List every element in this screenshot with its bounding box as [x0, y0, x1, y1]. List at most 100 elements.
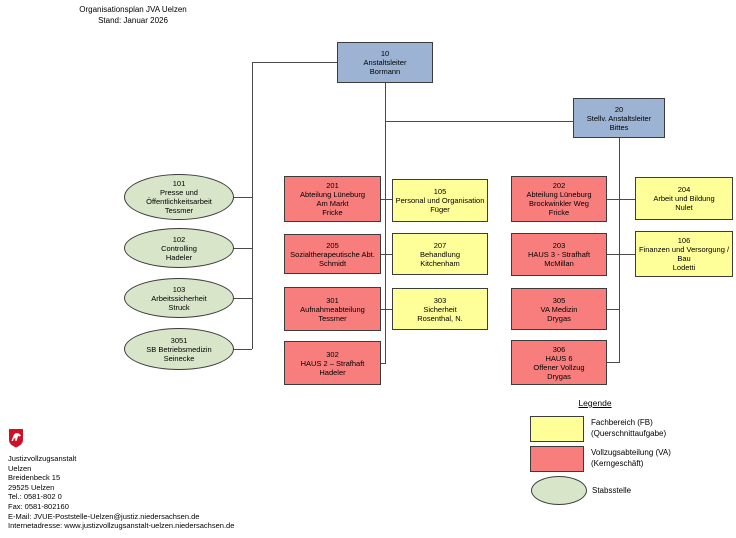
legend-swatch-vollzugsabteilung	[530, 446, 584, 472]
stab-node-102: 102 Controlling Hadeler	[124, 228, 234, 268]
org-node-20: 20 Stellv. Anstaltsleiter Bittes	[573, 98, 665, 138]
connector-line	[252, 62, 337, 63]
node-id: 20	[614, 104, 624, 114]
org-node-302: 302 HAUS 2 – Strafhaft Hadeler	[284, 341, 381, 385]
node-person: Tessmer	[318, 313, 347, 323]
node-person: Drygas	[547, 371, 571, 381]
node-id: 302	[326, 349, 339, 359]
connector-line	[385, 83, 386, 363]
legend-label-line: Fachbereich (FB)	[591, 418, 653, 427]
node-id: 10	[380, 49, 390, 58]
node-role: Finanzen und Versorgung /	[638, 245, 730, 254]
legend-label-line: (Querschnittaufgabe)	[591, 429, 667, 438]
node-person: Drygas	[547, 313, 571, 323]
node-id: 202	[552, 181, 566, 190]
node-role: Arbeit und Bildung	[653, 194, 715, 203]
org-node-201: 201 Abteilung Lüneburg Am Markt Fricke	[284, 176, 381, 222]
node-person: Füger	[430, 205, 450, 214]
org-node-106: 106 Finanzen und Versorgung / Bau Lodett…	[635, 231, 733, 277]
node-person: Nulet	[675, 203, 693, 212]
node-id: 301	[326, 295, 339, 305]
stab-node-3051: 3051 SB Betriebsmedizin Seinecke	[124, 328, 234, 370]
niedersachsen-coat-of-arms-icon	[9, 429, 23, 448]
connector-line	[233, 349, 252, 350]
connector-line	[381, 199, 392, 200]
chart-title-line2: Stand: Januar 2026	[98, 16, 168, 25]
node-role: Personal und Organisation	[395, 196, 485, 205]
legend-label-line: (Kerngeschäft)	[591, 459, 644, 468]
connector-line	[385, 121, 573, 122]
legend-title: Legende	[578, 398, 612, 408]
node-role: Sicherheit	[423, 304, 457, 314]
node-id: 3051	[170, 335, 188, 345]
node-person: Schmidt	[318, 258, 347, 268]
node-id: 203	[552, 241, 566, 250]
node-person: Tessmer	[164, 206, 194, 215]
org-node-203: 203 HAUS 3 - Strafhaft McMillan	[511, 233, 607, 276]
connector-line	[381, 254, 392, 255]
node-id: 207	[433, 240, 447, 250]
stab-node-103: 103 Arbeitssicherheit Struck	[124, 278, 234, 318]
connector-line	[619, 138, 620, 362]
chart-title-line1: Organisationsplan JVA Uelzen	[79, 5, 187, 14]
node-role: Aufnahmeabteilung	[300, 304, 365, 314]
footer-line: Breidenbeck 15	[8, 473, 61, 483]
org-node-306: 306 HAUS 6 Offener Vollzug Drygas	[511, 340, 607, 385]
legend-label-stabsstelle: Stabsstelle	[592, 485, 631, 496]
node-person: Bittes	[609, 122, 629, 132]
node-id: 106	[677, 236, 691, 245]
org-node-301: 301 Aufnahmeabteilung Tessmer	[284, 287, 381, 331]
org-node-305: 305 VA Medizin Drygas	[511, 288, 607, 330]
legend-label-vollzugsabteilung: Vollzugsabteilung (VA) (Kerngeschäft)	[591, 447, 671, 469]
org-node-10: 10 Anstaltsleiter Bormann	[337, 42, 433, 83]
node-person: Fricke	[322, 208, 343, 217]
node-person: McMillan	[544, 259, 574, 268]
footer-line: Fax: 0581-802160	[8, 501, 69, 511]
node-id: 105	[433, 187, 447, 196]
org-node-207: 207 Behandlung Kitchenham	[392, 233, 488, 275]
org-node-205: 205 Sozialtherapeutische Abt. Schmidt	[284, 234, 381, 274]
node-role: Am Markt	[316, 199, 349, 208]
node-id: 303	[433, 295, 447, 305]
stab-node-101: 101 Presse und Öffentlichkeitsarbeit Tes…	[124, 174, 234, 220]
node-id: 201	[326, 181, 339, 190]
node-role: Controlling	[161, 243, 197, 253]
node-person: Seinecke	[163, 353, 195, 363]
connector-line	[607, 254, 635, 255]
node-person: Hadeler	[165, 252, 193, 262]
legend-label-line: Stabsstelle	[592, 486, 632, 495]
node-role: Abteilung Lüneburg	[299, 190, 366, 199]
footer-line: Justizvollzugsanstalt	[8, 454, 77, 463]
footer-line: Uelzen	[8, 463, 32, 473]
node-role: Stellv. Anstaltsleiter	[586, 113, 652, 123]
connector-line	[607, 309, 620, 310]
node-person: Rosenthal, N.	[417, 313, 463, 323]
node-id: 204	[677, 185, 691, 194]
org-node-202: 202 Abteilung Lüneburg Brockwinkler Weg …	[511, 176, 607, 222]
footer-line: 29525 Uelzen	[8, 482, 55, 492]
node-role: Bau	[677, 254, 691, 263]
node-id: 205	[326, 240, 339, 250]
legend-label-line: Vollzugsabteilung (VA)	[591, 448, 671, 457]
node-person: Struck	[168, 302, 190, 312]
node-person: Bormann	[369, 67, 401, 76]
org-node-303: 303 Sicherheit Rosenthal, N.	[392, 288, 488, 330]
org-node-204: 204 Arbeit und Bildung Nulet	[635, 177, 733, 220]
footer-contact: Justizvollzugsanstalt Uelzen Breidenbeck…	[8, 454, 234, 531]
legend-swatch-fachbereich	[530, 416, 584, 442]
connector-line	[233, 248, 252, 249]
legend-label-fachbereich: Fachbereich (FB) (Querschnittaufgabe)	[591, 417, 666, 439]
chart-title: Organisationsplan JVA Uelzen Stand: Janu…	[40, 4, 226, 26]
node-role: Abteilung Lüneburg	[526, 190, 592, 199]
connector-line	[233, 197, 252, 198]
node-role: Sozialtherapeutische Abt.	[290, 249, 375, 259]
connector-line	[607, 362, 620, 363]
org-node-105: 105 Personal und Organisation Füger	[392, 179, 488, 222]
footer-line: Tel.: 0581-802 0	[8, 492, 62, 502]
connector-line	[233, 298, 252, 299]
node-role: HAUS 6	[545, 353, 573, 363]
legend-swatch-stabsstelle	[531, 476, 587, 505]
node-role: VA Medizin	[540, 304, 578, 314]
node-role: Arbeitssicherheit	[151, 293, 207, 303]
